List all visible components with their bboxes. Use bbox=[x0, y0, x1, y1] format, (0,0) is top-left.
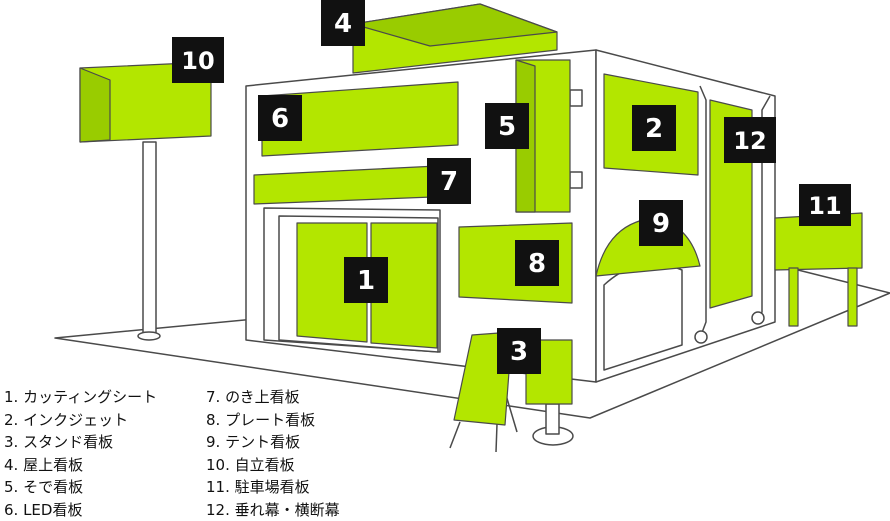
sign-1-window-left bbox=[296, 222, 368, 343]
pillar-base-right bbox=[751, 311, 765, 325]
badge-label: 9 bbox=[652, 209, 670, 239]
sign-10-side bbox=[79, 67, 111, 143]
badge-3: 3 bbox=[497, 328, 541, 374]
legend-item: 9. テント看板 bbox=[206, 433, 301, 451]
badge-6: 6 bbox=[258, 95, 302, 141]
badge-label: 11 bbox=[808, 192, 841, 220]
legend-item: 10. 自立看板 bbox=[206, 455, 295, 474]
badge-label: 2 bbox=[645, 114, 663, 144]
legend-item: 5. そで看板 bbox=[4, 478, 84, 496]
sign-4-top bbox=[352, 3, 558, 47]
badge-box bbox=[639, 200, 683, 246]
legend-item: 4. 屋上看板 bbox=[4, 455, 84, 474]
badge-9: 9 bbox=[639, 200, 683, 246]
pillar-base-left bbox=[694, 330, 708, 344]
badge-box bbox=[485, 103, 529, 149]
stand-leg-2 bbox=[495, 423, 498, 453]
badge-box bbox=[724, 117, 776, 163]
stand-leg-3 bbox=[505, 394, 518, 433]
badge-box bbox=[344, 257, 388, 303]
sign-11-leg-left bbox=[788, 267, 799, 327]
badge-box bbox=[427, 158, 471, 204]
legend-item: 3. スタンド看板 bbox=[4, 433, 114, 451]
legend-item: 6. LED看板 bbox=[4, 500, 83, 519]
legend-item: 12. 垂れ幕・横断幕 bbox=[206, 500, 340, 519]
legend-item: 1. カッティングシート bbox=[4, 388, 158, 406]
side-wall-edge-left bbox=[699, 85, 707, 339]
badge-box bbox=[172, 37, 224, 83]
badge-label: 4 bbox=[334, 9, 352, 39]
badge-10: 10 bbox=[172, 37, 224, 83]
legend-item: 7. のき上看板 bbox=[206, 388, 300, 406]
badge-5: 5 bbox=[485, 103, 529, 149]
badge-label: 8 bbox=[528, 249, 546, 279]
badge-11: 11 bbox=[799, 184, 851, 226]
badge-1: 1 bbox=[344, 257, 388, 303]
badge-box bbox=[321, 0, 365, 46]
sign-11-leg-right bbox=[847, 267, 858, 327]
pole-10 bbox=[142, 141, 157, 338]
badge-box bbox=[515, 240, 559, 286]
badge-label: 10 bbox=[181, 47, 214, 75]
legend-item: 11. 駐車場看板 bbox=[206, 478, 310, 496]
legend-item: 2. インクジェット bbox=[4, 410, 129, 429]
badge-4: 4 bbox=[321, 0, 365, 46]
bracket-lower bbox=[569, 171, 583, 189]
legend-right-column: 7. のき上看板 8. プレート看板 9. テント看板 10. 自立看板 11.… bbox=[206, 386, 340, 521]
pole-10-base bbox=[137, 331, 161, 341]
badge-label: 3 bbox=[510, 337, 528, 367]
bracket-upper bbox=[569, 89, 583, 107]
legend-left-column: 1. カッティングシート 2. インクジェット 3. スタンド看板 4. 屋上看… bbox=[4, 386, 157, 521]
badge-box bbox=[632, 105, 676, 151]
badge-2: 2 bbox=[632, 105, 676, 151]
stand-post bbox=[545, 403, 560, 435]
badge-8: 8 bbox=[515, 240, 559, 286]
legend-item: 8. プレート看板 bbox=[206, 410, 316, 429]
badge-label: 1 bbox=[357, 266, 375, 296]
badge-label: 5 bbox=[498, 112, 516, 142]
badge-box bbox=[799, 184, 851, 226]
stand-leg-1 bbox=[449, 421, 461, 449]
badge-label: 12 bbox=[733, 127, 766, 155]
badge-12: 12 bbox=[724, 117, 776, 163]
badge-label: 6 bbox=[271, 104, 289, 134]
badge-box bbox=[497, 328, 541, 374]
badge-box bbox=[258, 95, 302, 141]
badge-label: 7 bbox=[440, 167, 458, 197]
badge-7: 7 bbox=[427, 158, 471, 204]
